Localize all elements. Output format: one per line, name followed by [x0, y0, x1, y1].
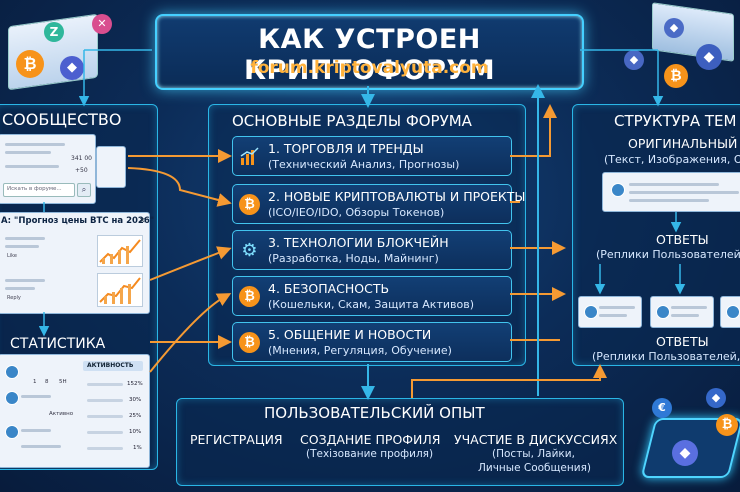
user-experience-title: ПОЛЬЗОВАТЕЛЬСКИЙ ОПЫТ [264, 404, 485, 422]
reply-card [720, 296, 740, 328]
bitcoin-coin-icon: ₿ [664, 64, 688, 88]
topic-structure-title: СТРУКТУРА ТЕМ [614, 112, 737, 130]
page-title: КАК УСТРОЕН КРИПТОФОРУМ [243, 24, 496, 86]
user-experience-panel [176, 398, 624, 486]
euro-coin-icon: € [652, 398, 672, 418]
stats-title: СТАТИСТИКА [10, 336, 106, 352]
replies-sub: (Реплики Пользователей, Ц [592, 350, 740, 363]
original-post-card [602, 172, 740, 212]
profile-sub: (Техізование профиля) [306, 448, 434, 460]
ethereum-coin-icon: ◆ [664, 18, 684, 38]
replies-title: ОТВЕТЫ [656, 232, 709, 247]
ethereum-coin-icon: ◆ [706, 388, 726, 408]
bitcoin-icon: ₿ [239, 194, 260, 215]
card-count: 341 00 [71, 155, 92, 162]
original-post-title: ОРИГИНАЛЬНЫЙ П [628, 136, 740, 151]
section-blockchain-tech[interactable]: ⚙ 3. ТЕХНОЛОГИИ БЛОКЧЕЙН (Разработка, Но… [232, 230, 512, 270]
close-icon[interactable]: ✕ [139, 216, 146, 225]
ethereum-coin-icon: ◆ [60, 56, 84, 80]
ethereum-coin-icon: ◆ [672, 440, 698, 466]
section-trading[interactable]: 1. ТОРГОВЛЯ И ТРЕНДЫ (Технический Анализ… [232, 136, 512, 176]
discussion-sub: (Посты, Лайки, [492, 448, 575, 460]
reply-card [650, 296, 714, 328]
forum-url: forum.kriptovalyuta.com [250, 58, 489, 78]
replies-sub: (Реплики Пользователей, Ц [596, 248, 740, 261]
discussion-label: УЧАСТИЕ В ДИСКУССИЯХ [454, 432, 618, 447]
reply-card [578, 296, 642, 328]
header-title-box: КАК УСТРОЕН КРИПТОФОРУМ forum.kriptovaly… [155, 14, 584, 90]
gear-icon: ⚙ [241, 240, 258, 261]
card-count: +50 [75, 167, 88, 174]
thread-preview-card: А: "Прогноз цены BTC на 2026" ✕ Like Rep… [0, 212, 154, 314]
ripple-coin-icon: ✕ [92, 14, 112, 34]
stat-value: 10% [129, 429, 142, 435]
trend-chart-icon [99, 277, 141, 304]
bitcoin-icon: ₿ [239, 332, 260, 353]
main-sections-title: ОСНОВНЫЕ РАЗДЕЛЫ ФОРУМА [232, 112, 472, 130]
community-card-side [96, 146, 126, 188]
chart-thumbnail [97, 273, 143, 307]
registration-label: РЕГИСТРАЦИЯ [190, 432, 283, 447]
section-security[interactable]: ₿ 4. БЕЗОПАСНОСТЬ (Кошельки, Скам, Защит… [232, 276, 512, 316]
profile-label: СОЗДАНИЕ ПРОФИЛЯ [300, 432, 441, 447]
thread-meta[interactable]: Like [7, 253, 17, 259]
stat-value: 1% [133, 445, 142, 451]
thread-title: А: "Прогноз цены BTC на 2026" [1, 216, 155, 226]
ethereum-coin-icon: ◆ [624, 50, 644, 70]
search-icon[interactable]: ⌕ [77, 183, 91, 197]
section-new-crypto[interactable]: ₿ 2. НОВЫЕ КРИПТОВАЛЮТЫ И ПРОЕКТЫ (ICO/I… [232, 184, 525, 224]
community-card: 341 00 +50 Искать в форуме... ⌕ [0, 134, 96, 204]
stat-value: 25% [129, 413, 142, 419]
bitcoin-icon: ₿ [239, 286, 260, 307]
discussion-sub: Личные Сообщения) [478, 462, 591, 474]
stat-value: 30% [129, 397, 142, 403]
replies-title: ОТВЕТЫ [656, 334, 709, 349]
ethereum-coin-icon: ◆ [696, 44, 722, 70]
bitcoin-coin-icon: ₿ [16, 50, 44, 78]
stats-card: 1 8 5H Активно АКТИВНОСТЬ 152% 30% 25% 1… [0, 354, 150, 468]
search-input[interactable]: Искать в форуме... [3, 183, 75, 197]
trend-chart-icon [99, 239, 141, 264]
activity-badge: АКТИВНОСТЬ [83, 361, 143, 371]
thread-meta[interactable]: Reply [7, 295, 21, 301]
original-post-sub: (Текст, Изображения, О [604, 153, 740, 166]
chart-thumbnail [97, 235, 143, 267]
bitcoin-coin-icon: ₿ [716, 414, 738, 436]
chart-icon [239, 146, 260, 167]
section-communication[interactable]: ₿ 5. ОБЩЕНИЕ И НОВОСТИ (Мнения, Регуляци… [232, 322, 512, 362]
stat-value: 152% [127, 381, 143, 387]
community-title: СООБЩЕСТВО [2, 110, 122, 129]
zcash-coin-icon: Z [44, 22, 64, 42]
